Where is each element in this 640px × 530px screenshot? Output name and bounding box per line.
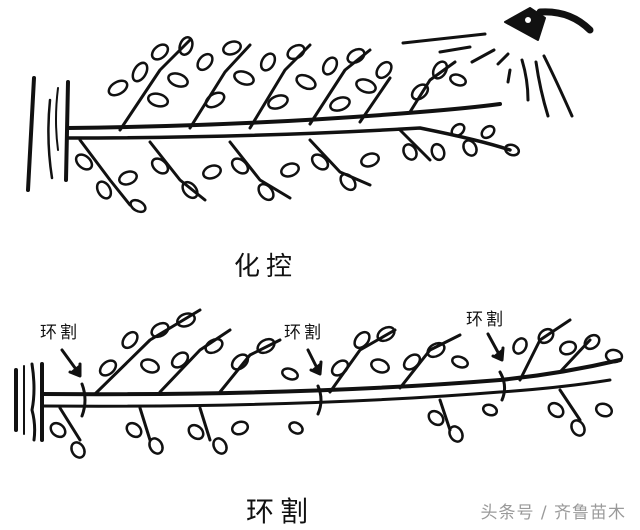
watermark: 头条号 / 齐鲁苗木	[480, 503, 626, 523]
bottom-lower-leaves	[49, 401, 614, 459]
bottom-upper-leaves	[98, 312, 624, 381]
spray-lines	[401, 32, 574, 118]
bottom-lower-shoots	[58, 388, 582, 442]
girdle-arrows	[60, 332, 505, 378]
girdle-label-1: 环割	[40, 323, 80, 343]
top-upper-leaves	[107, 36, 467, 112]
bottom-main-branch	[40, 358, 622, 408]
bottom-upper-shoots	[93, 308, 592, 396]
top-main-branch	[66, 102, 512, 152]
girdle-label-2: 环割	[284, 323, 324, 343]
top-trunk	[26, 76, 70, 192]
bottom-trunk	[14, 362, 44, 442]
top-upper-shoots	[118, 38, 457, 132]
girdle-label-3: 环割	[466, 310, 506, 330]
caption-girdling: 环割	[246, 495, 315, 528]
top-lower-shoots	[78, 128, 432, 207]
top-lower-leaves	[74, 122, 521, 214]
sprayer-icon	[504, 7, 594, 41]
caption-chemical-control: 化控	[234, 252, 299, 282]
girdle-rings	[80, 370, 507, 418]
